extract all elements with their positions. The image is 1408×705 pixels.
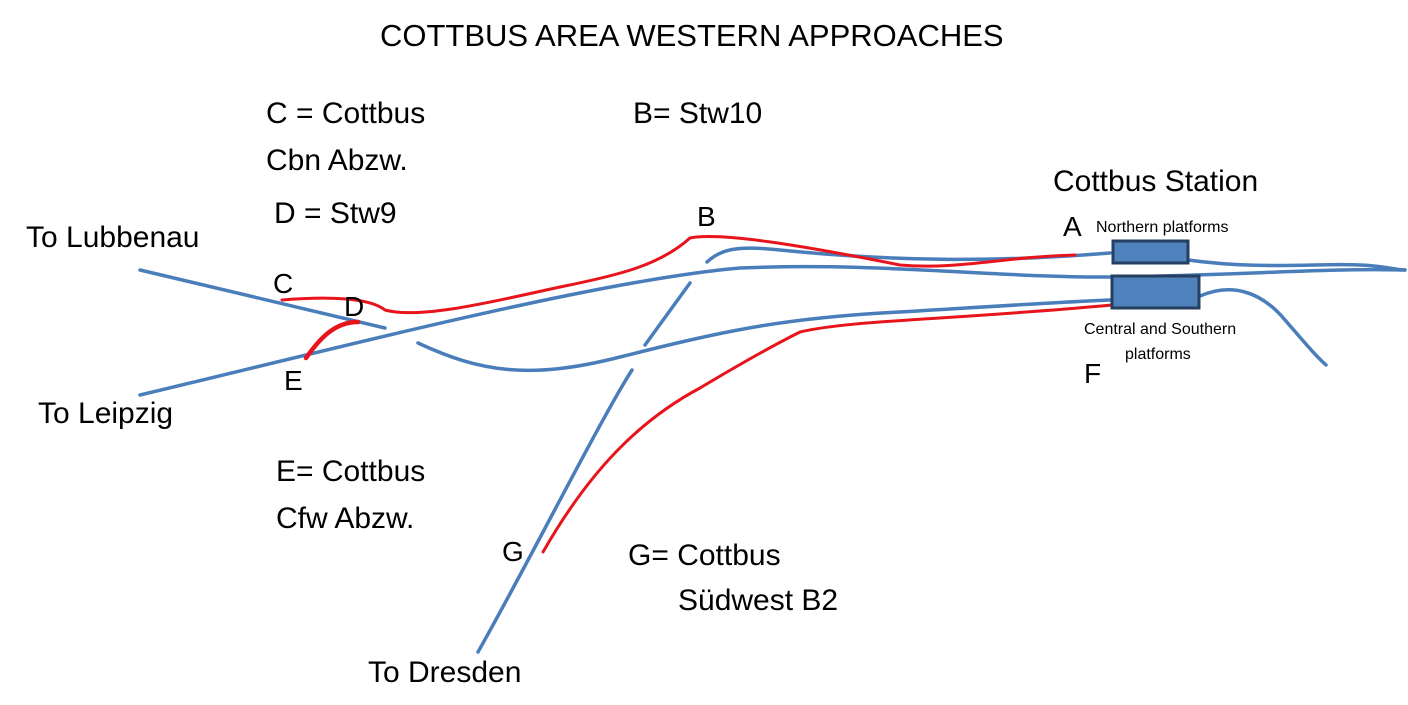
point-d-label: D	[344, 291, 365, 322]
destination-lubbenau: To Lubbenau	[26, 221, 200, 254]
point-f-label: F	[1084, 358, 1102, 389]
legend-b: B= Stw10	[633, 97, 763, 130]
track-east-southern-curve	[1198, 288, 1328, 367]
legend-c-line2: Cbn Abzw.	[266, 144, 408, 177]
track-leipzig-main	[138, 264, 1407, 397]
track-southern-curve	[416, 298, 1112, 373]
point-g-label: G	[502, 536, 524, 567]
route-d-to-e	[303, 319, 361, 361]
point-c-label: C	[273, 268, 294, 299]
track-east-northern	[1186, 258, 1407, 272]
legend-g-line2: Südwest B2	[678, 584, 839, 617]
destination-dresden: To Dresden	[368, 656, 522, 689]
route-c-to-a	[280, 235, 1077, 315]
track-dresden-upper-segment	[643, 281, 692, 347]
station-name: Cottbus Station	[1053, 165, 1259, 198]
legend-e-line1: E= Cottbus	[276, 455, 426, 488]
destination-leipzig: To Leipzig	[38, 397, 174, 430]
central-platforms-label-line2: platforms	[1125, 346, 1191, 363]
central-platforms-label-line1: Central and Southern	[1084, 321, 1237, 338]
northern-platforms-label: Northern platforms	[1096, 219, 1229, 236]
route-g-to-f	[541, 303, 1114, 554]
point-a-label: A	[1063, 211, 1082, 242]
legend-e-line2: Cfw Abzw.	[276, 502, 415, 535]
legend-g-line1: G= Cottbus	[628, 539, 781, 572]
track-lubbenau-line	[138, 268, 387, 330]
legend-c-line1: C = Cottbus	[266, 97, 426, 130]
point-b-label: B	[697, 201, 716, 232]
legend-d: D = Stw9	[274, 197, 397, 230]
northern-platforms-block	[1111, 239, 1190, 265]
point-e-label: E	[284, 365, 303, 396]
central-southern-platforms-block	[1110, 274, 1201, 310]
diagram-title: COTTBUS AREA WESTERN APPROACHES	[380, 18, 1004, 53]
track-dresden-line	[476, 368, 634, 654]
